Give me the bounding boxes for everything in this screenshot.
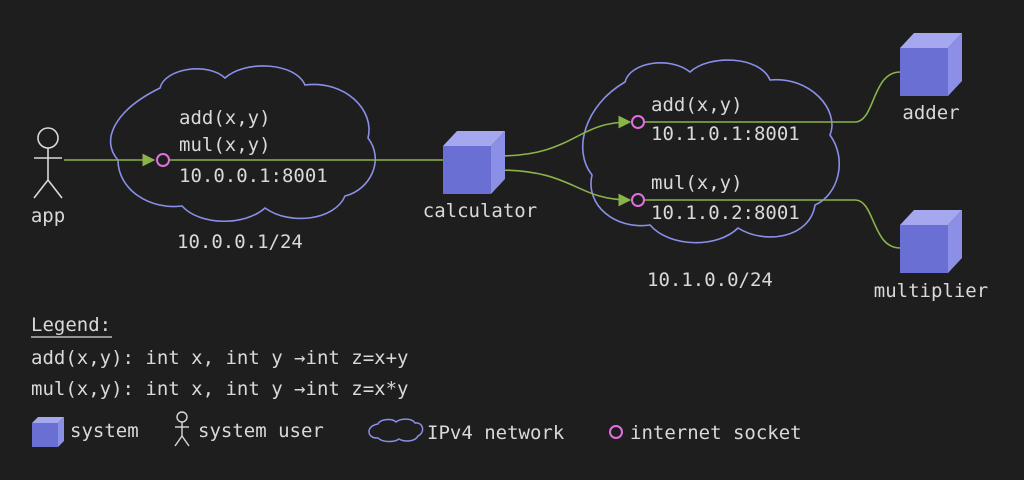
- legend-definition-mul: mul(x,y): int x, int y →int z=x*y: [31, 378, 409, 400]
- link-calculator-to-mul-socket: [496, 169, 632, 207]
- link-calculator-to-add-socket: [496, 115, 632, 157]
- cloud-icon: [368, 418, 424, 443]
- right-add-service: add(x,y): [651, 94, 743, 116]
- socket-icon: [609, 425, 623, 439]
- person-icon: [33, 127, 63, 199]
- multiplier-label: multiplier: [874, 280, 988, 302]
- right-mul-service: mul(x,y): [651, 172, 743, 194]
- cube-icon: [443, 131, 505, 194]
- right-subnet-label: 10.1.0.0/24: [647, 269, 773, 291]
- socket-icon: [156, 153, 170, 167]
- legend-network-label: IPv4 network: [427, 422, 565, 444]
- left-subnet-label: 10.0.0.1/24: [177, 231, 303, 253]
- socket-icon: [631, 115, 645, 129]
- cube-icon: [900, 33, 962, 96]
- legend-socket-label: internet socket: [630, 422, 802, 444]
- link-mul-socket-to-multiplier: [645, 199, 901, 249]
- adder-label: adder: [902, 102, 959, 124]
- right-mul-address: 10.1.0.2:8001: [651, 202, 800, 224]
- legend-title: Legend:: [31, 314, 111, 336]
- cube-icon: [32, 417, 64, 447]
- person-icon: [174, 411, 190, 447]
- legend-system-label: system: [70, 420, 139, 442]
- legend-system-user-label: system user: [198, 420, 324, 442]
- socket-icon: [631, 193, 645, 207]
- left-network-cloud: [109, 65, 377, 223]
- cube-icon: [900, 210, 962, 273]
- link-add-socket-to-adder: [645, 71, 901, 123]
- right-network-cloud: [581, 59, 840, 244]
- right-add-address: 10.1.0.1:8001: [651, 123, 800, 145]
- left-service-add: add(x,y): [179, 107, 271, 129]
- left-socket-address: 10.0.0.1:8001: [179, 165, 328, 187]
- left-service-mul: mul(x,y): [179, 134, 271, 156]
- calculator-label: calculator: [423, 200, 537, 222]
- legend-definition-add: add(x,y): int x, int y →int z=x+y: [31, 347, 409, 369]
- app-label: app: [31, 205, 65, 227]
